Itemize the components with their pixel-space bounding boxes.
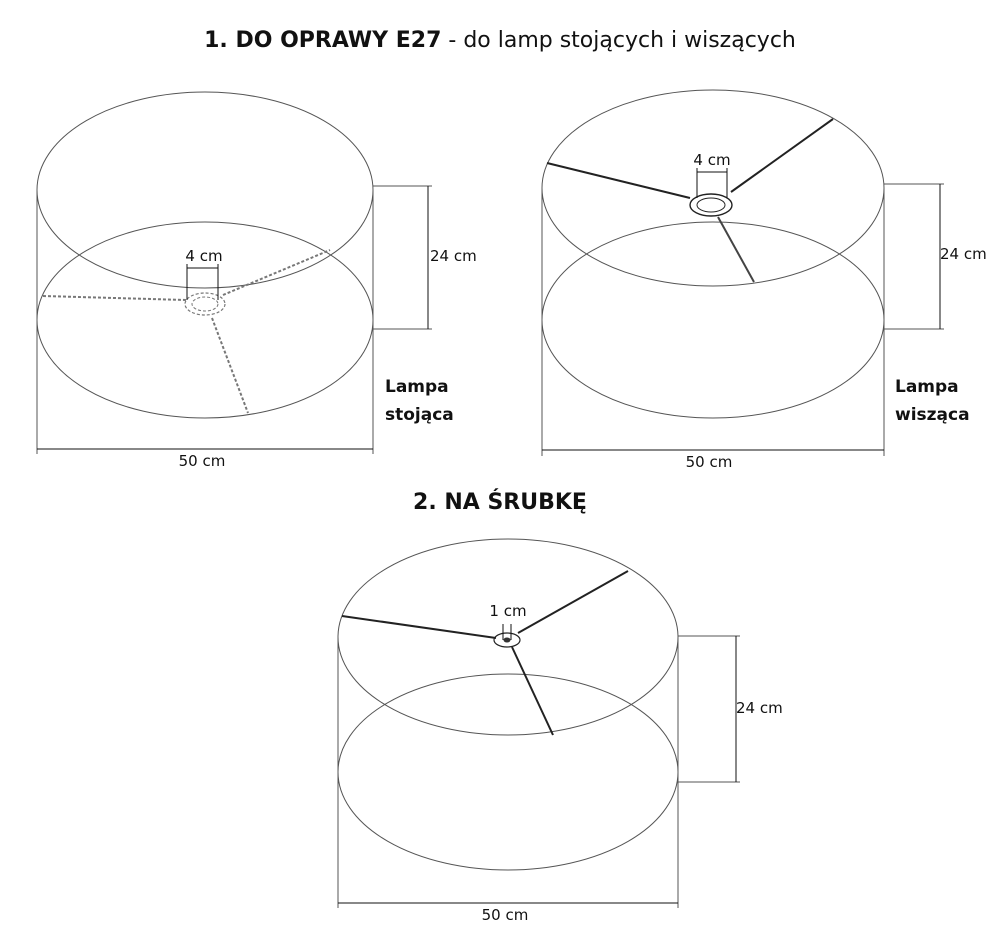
shade-standing-width-label: 50 cm (179, 452, 226, 470)
shade-screw-hole-label: 1 cm (489, 602, 526, 620)
shade-hanging-label-line1: Lampa (895, 377, 959, 397)
shade-screw-height-label: 24 cm (736, 699, 783, 717)
section-1-title-bold: 1. DO OPRAWY E27 (204, 28, 442, 53)
shade-screw (337, 538, 740, 908)
shade-standing-spoke-right (222, 249, 331, 296)
shade-hanging-hole-inner (696, 197, 726, 213)
shade-standing-height-label: 24 cm (430, 247, 477, 265)
shade-standing (36, 91, 432, 454)
shade-hanging-spoke-left (546, 162, 691, 199)
shade-screw-bottom-rim (337, 673, 679, 871)
section-1-title-rest: - do lamp stojących i wiszących (441, 28, 796, 53)
shade-screw-top-rim (337, 538, 679, 736)
shade-standing-frame (42, 249, 331, 414)
shade-hanging (541, 89, 944, 456)
shade-hanging-bottom-rim (541, 221, 885, 419)
shade-screw-spoke-bottom (511, 646, 554, 736)
shade-hanging-height-label: 24 cm (940, 245, 987, 263)
shade-screw-spoke-left (341, 615, 497, 639)
section-2-title: 2. NA ŚRUBKĘ (413, 490, 587, 515)
shade-hanging-frame (546, 118, 834, 283)
shade-screw-hole-ring (493, 632, 521, 648)
shade-screw-hole-inner (503, 637, 511, 643)
shade-hanging-width-label: 50 cm (686, 453, 733, 471)
shade-screw-spoke-right (517, 570, 629, 634)
shade-standing-spoke-left (42, 295, 187, 301)
shade-standing-label-line1: Lampa (385, 377, 449, 397)
shade-hanging-spoke-bottom (717, 216, 755, 283)
shade-hanging-spoke-right (730, 118, 834, 193)
shade-standing-hole-inner (191, 296, 219, 312)
section-1-title: 1. DO OPRAWY E27 - do lamp stojących i w… (0, 28, 1000, 53)
shade-standing-label-line2: stojąca (385, 405, 454, 425)
shade-hanging-hole-ring (689, 193, 733, 217)
shade-screw-width-label: 50 cm (482, 906, 529, 924)
shade-standing-spoke-bottom (211, 317, 249, 414)
shade-hanging-label-line2: wisząca (895, 405, 970, 425)
shade-screw-frame (341, 570, 629, 736)
shade-standing-hole-label: 4 cm (185, 247, 222, 265)
shade-standing-hole-ring (184, 292, 226, 316)
shade-hanging-hole-label: 4 cm (693, 151, 730, 169)
